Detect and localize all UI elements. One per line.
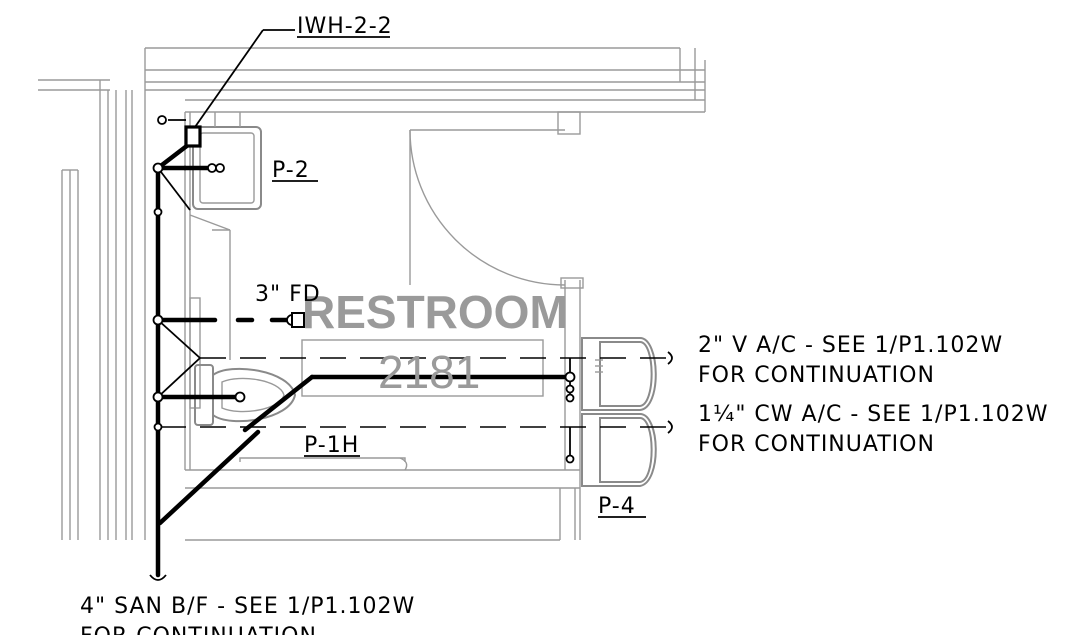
- note-san-line2: FOR CONTINUATION: [80, 624, 317, 635]
- note-san-line1: 4" SAN B/F - SEE 1/P1.102W: [80, 594, 415, 619]
- tag-water-heater: IWH-2-2: [297, 14, 393, 39]
- note-cw-line2: FOR CONTINUATION: [698, 432, 935, 457]
- tag-fixture-p4: P-4: [598, 494, 636, 519]
- room-name: RESTROOM: [302, 286, 568, 338]
- room-number: 2181: [378, 346, 480, 398]
- note-cw-line1: 1¼" CW A/C - SEE 1/P1.102W: [698, 402, 1048, 427]
- tag-lavatory: P-2: [272, 158, 310, 183]
- architecture-walls: [38, 47, 706, 541]
- note-vent-line1: 2" V A/C - SEE 1/P1.102W: [698, 333, 1003, 358]
- tag-floor-drain: 3" FD: [255, 282, 321, 307]
- note-vent-line2: FOR CONTINUATION: [698, 363, 935, 388]
- tag-water-closet: P-1H: [304, 433, 359, 458]
- plumbing-lines: [149, 29, 673, 581]
